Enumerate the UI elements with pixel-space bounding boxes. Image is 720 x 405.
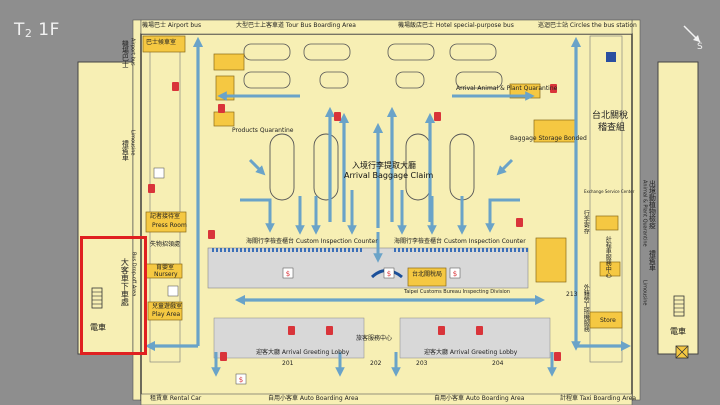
info-center-label: 旅客服務中心 [356, 335, 393, 342]
svg-text:S: S [697, 42, 703, 50]
products-quarantine-label: Products Quarantine [232, 127, 294, 134]
left-airport-bus-zh: 機場巴士 [121, 40, 130, 68]
lost-found-label: 失物招領處 [150, 241, 181, 248]
auto-boarding-right-label: 自用小客車 Auto Boarding Area [434, 395, 525, 402]
customs-tax-zh: 台北關稅 [592, 111, 629, 121]
customs-tax-zh2: 稽查組 [598, 123, 626, 133]
taipei-customs-label: 台北關稅局 [412, 271, 443, 278]
taipei-customs-en-label: Taipei Customs Bureau Inspecting Divisio… [404, 289, 511, 295]
right-exchange-en: Exchange Service Center [584, 189, 635, 194]
svg-text:$: $ [239, 376, 243, 384]
right-exchange: 行李寄存 [582, 210, 590, 234]
greeting-lobby-left: 迎客大廳 Arrival Greeting Lobby [256, 349, 350, 356]
left-limousine-zh: 禮賓車 [121, 140, 130, 161]
gate-203: 203 [416, 360, 428, 367]
right-tram-label: 電車 [670, 327, 686, 336]
svg-text:$: $ [453, 270, 457, 278]
right-quarantine-zh: 出境動植物檢疫 [648, 180, 657, 229]
taxi-boarding-label: 計程車 Taxi Boarding Area [560, 395, 637, 402]
north-arrow-icon: S [683, 25, 703, 50]
play-area-en: Play Area [152, 311, 181, 318]
taipei-customs-room [407, 267, 447, 287]
left-curb-area [77, 61, 134, 355]
left-bus-drop-zh: 大客車下車處 [120, 258, 130, 306]
terminal-letter: T [14, 20, 25, 40]
right-limousine-zh: 禮賓車 [648, 250, 657, 271]
nursery-zh: 育嬰室 [156, 264, 175, 271]
gate-213: 213 [566, 291, 578, 298]
rental-car-label: 租賃車 Rental Car [150, 395, 202, 402]
play-area-room [147, 301, 183, 321]
highlight-bus-dropoff [80, 236, 147, 355]
bus-waiting-room [142, 35, 186, 53]
svg-text:$: $ [387, 270, 391, 278]
play-area-zh: 兒童遊戲室 [152, 303, 183, 310]
floor-number: 1F [38, 20, 60, 40]
right-curb-area [657, 61, 699, 355]
hotel-bus-label: 機場飯店巴士 Hotel special-purpose bus [398, 22, 514, 29]
left-bus-drop-en: Bus Drop-off Area [130, 252, 137, 297]
gate-202: 202 [370, 360, 382, 367]
gate-201: 201 [282, 360, 294, 367]
left-tram-label: 電車 [90, 323, 106, 332]
right-limousine-en: Limousine [641, 280, 648, 306]
press-room [145, 211, 187, 233]
circles-bus-label: 巡迴巴士站 Circles the bus station [538, 22, 637, 29]
svg-text:$: $ [286, 270, 290, 278]
customs-counter-left: 海關行李檢查櫃台 Custom Inspection Counter [246, 238, 378, 245]
left-limousine-en: Limousine [129, 130, 136, 156]
left-airport-bus-en: Airport bus [129, 38, 136, 66]
press-room-zh: 記者接待室 [150, 213, 181, 220]
customs-counter-right: 海關行李檢查櫃台 Custom Inspection Counter [394, 238, 526, 245]
products-quarantine-room [213, 111, 235, 127]
gate-204: 204 [492, 360, 504, 367]
store-label: Store [600, 317, 616, 324]
baggage-claim-en: Arrival Baggage Claim [344, 171, 434, 180]
greeting-lobby-right: 迎客大廳 Arrival Greeting Lobby [424, 349, 518, 356]
right-foreign-labor: 外籍勞工接機服務 [582, 284, 590, 332]
terminal-number: 2 [24, 27, 33, 40]
bus-stop-label: 巴士候車室 [146, 39, 177, 46]
animal-quarantine-label: Arrival Animal & Plant Quarantine [456, 85, 558, 92]
baggage-storage-label: Baggage Storage Bonded [510, 135, 587, 142]
auto-boarding-left-label: 自用小客車 Auto Boarding Area [268, 395, 359, 402]
baggage-claim-zh: 入境行李提取大廳 [352, 161, 416, 170]
right-quarantine-en: Animal & Plant Quarantine [641, 180, 648, 247]
store-room [589, 311, 623, 329]
nursery-en: Nursery [154, 271, 178, 278]
tour-bus-label: 大型巴士上客車道 Tour Bus Boarding Area [236, 22, 356, 29]
right-service-center: 計程車服務中心 [604, 236, 612, 278]
airport-bus-label: 機場巴士 Airport bus [142, 22, 202, 29]
floor-label: T2 1F [14, 20, 60, 40]
press-room-en: Press Room [152, 222, 187, 229]
